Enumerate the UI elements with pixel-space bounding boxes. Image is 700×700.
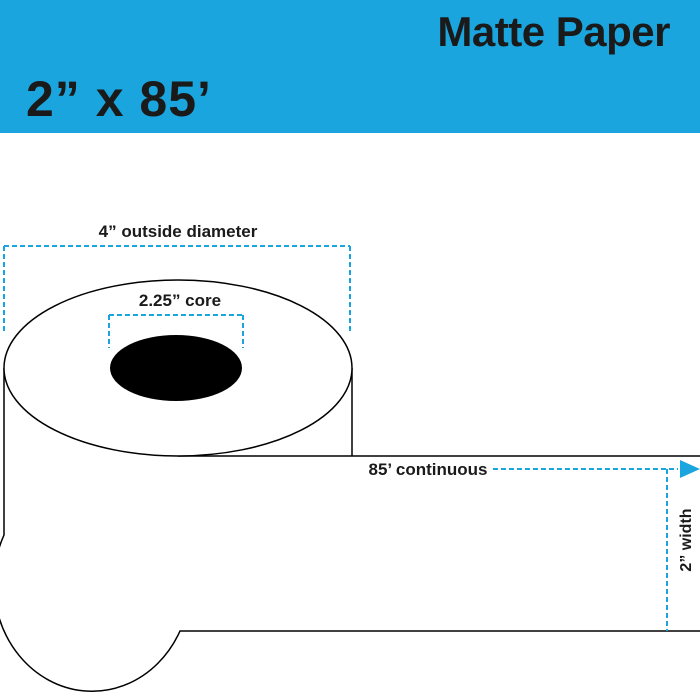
product-title: Matte Paper xyxy=(437,8,670,55)
header-banner: Matte Paper 2” x 85’ xyxy=(0,0,700,133)
length-label: 85’ continuous xyxy=(368,460,487,479)
core-dimension xyxy=(108,314,244,348)
size-title: 2” x 85’ xyxy=(26,71,212,127)
outside-diameter-dimension xyxy=(3,245,351,334)
length-arrow-icon xyxy=(680,460,700,478)
roll-body-outline xyxy=(0,368,700,693)
core-label: 2.25” core xyxy=(139,291,221,310)
roll-core xyxy=(110,335,242,401)
width-label: 2” width xyxy=(678,508,695,571)
outside-diameter-label: 4” outside diameter xyxy=(99,222,258,241)
